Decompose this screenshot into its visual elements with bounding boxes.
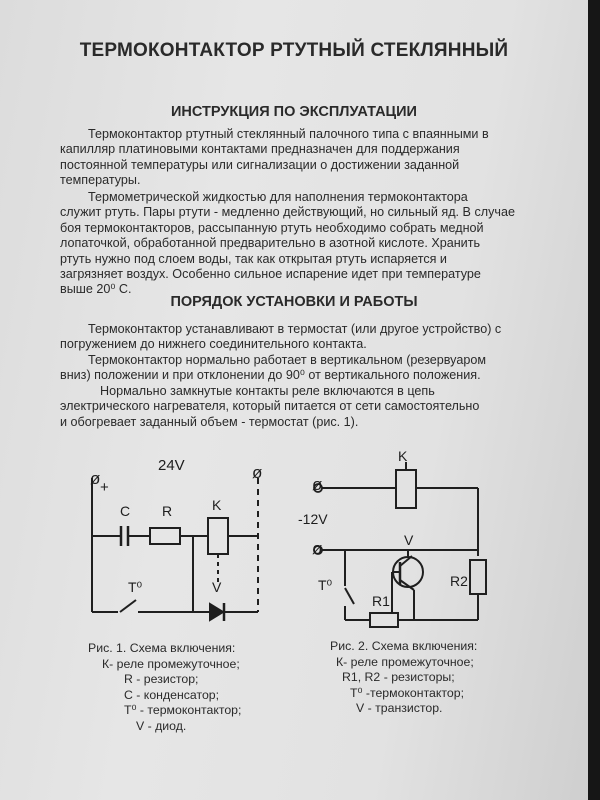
- section-title-instructions: ИНСТРУКЦИЯ ПО ЭКСПЛУАТАЦИИ: [171, 104, 417, 120]
- fig2-relay-label: K: [398, 448, 408, 464]
- fig2-terminal-bottom: ø: [312, 539, 322, 558]
- paragraph-purpose: Термоконтактор ртутный стеклянный палочн…: [60, 127, 489, 188]
- document-title: ТЕРМОКОНТАКТОР РТУТНЫЙ СТЕКЛЯННЫЙ: [79, 40, 509, 61]
- circuit-diagrams: ø + 24V ø C R K T⁰ V K ø -12V ø V T⁰ R1 …: [90, 448, 468, 627]
- fig1-terminal-left: ø: [90, 469, 100, 488]
- fig2-transistor-label: V: [404, 532, 414, 548]
- fig1-caption: Рис. 1. Схема включения: К- реле промежу…: [88, 641, 242, 733]
- paragraph-mercury-warning: Термометрической жидкостью для наполнени…: [60, 190, 515, 297]
- fig2-thermo-label: T⁰: [318, 577, 333, 593]
- fig1-terminal-right: ø: [252, 463, 262, 482]
- fig1-capacitor-label: C: [120, 503, 130, 519]
- fig2-voltage-label: -12V: [298, 511, 328, 527]
- paragraph-relay-contacts: Нормально замкнутые контакты реле включа…: [60, 384, 480, 429]
- section-title-installation: ПОРЯДОК УСТАНОВКИ И РАБОТЫ: [170, 294, 418, 310]
- fig2-terminal-top: ø: [312, 475, 322, 494]
- fig1-thermo-label: T⁰: [128, 579, 143, 595]
- fig1-diode-label: V: [212, 579, 222, 595]
- fig1-relay-label: K: [212, 497, 222, 513]
- fig1-resistor-label: R: [162, 503, 172, 519]
- fig1-voltage-label: 24V: [158, 457, 185, 474]
- fig1-plus-label: +: [100, 479, 109, 496]
- fig2-caption: Рис. 2. Схема включения: К- реле промежу…: [330, 639, 478, 715]
- paragraph-installation: Термоконтактор устанавливают в термостат…: [60, 322, 502, 352]
- page-edge-shadow: [588, 0, 600, 800]
- fig2-r1-label: R1: [372, 593, 390, 609]
- fig2-r2-label: R2: [450, 573, 468, 589]
- paragraph-orientation: Термоконтактор нормально работает в верт…: [60, 353, 486, 383]
